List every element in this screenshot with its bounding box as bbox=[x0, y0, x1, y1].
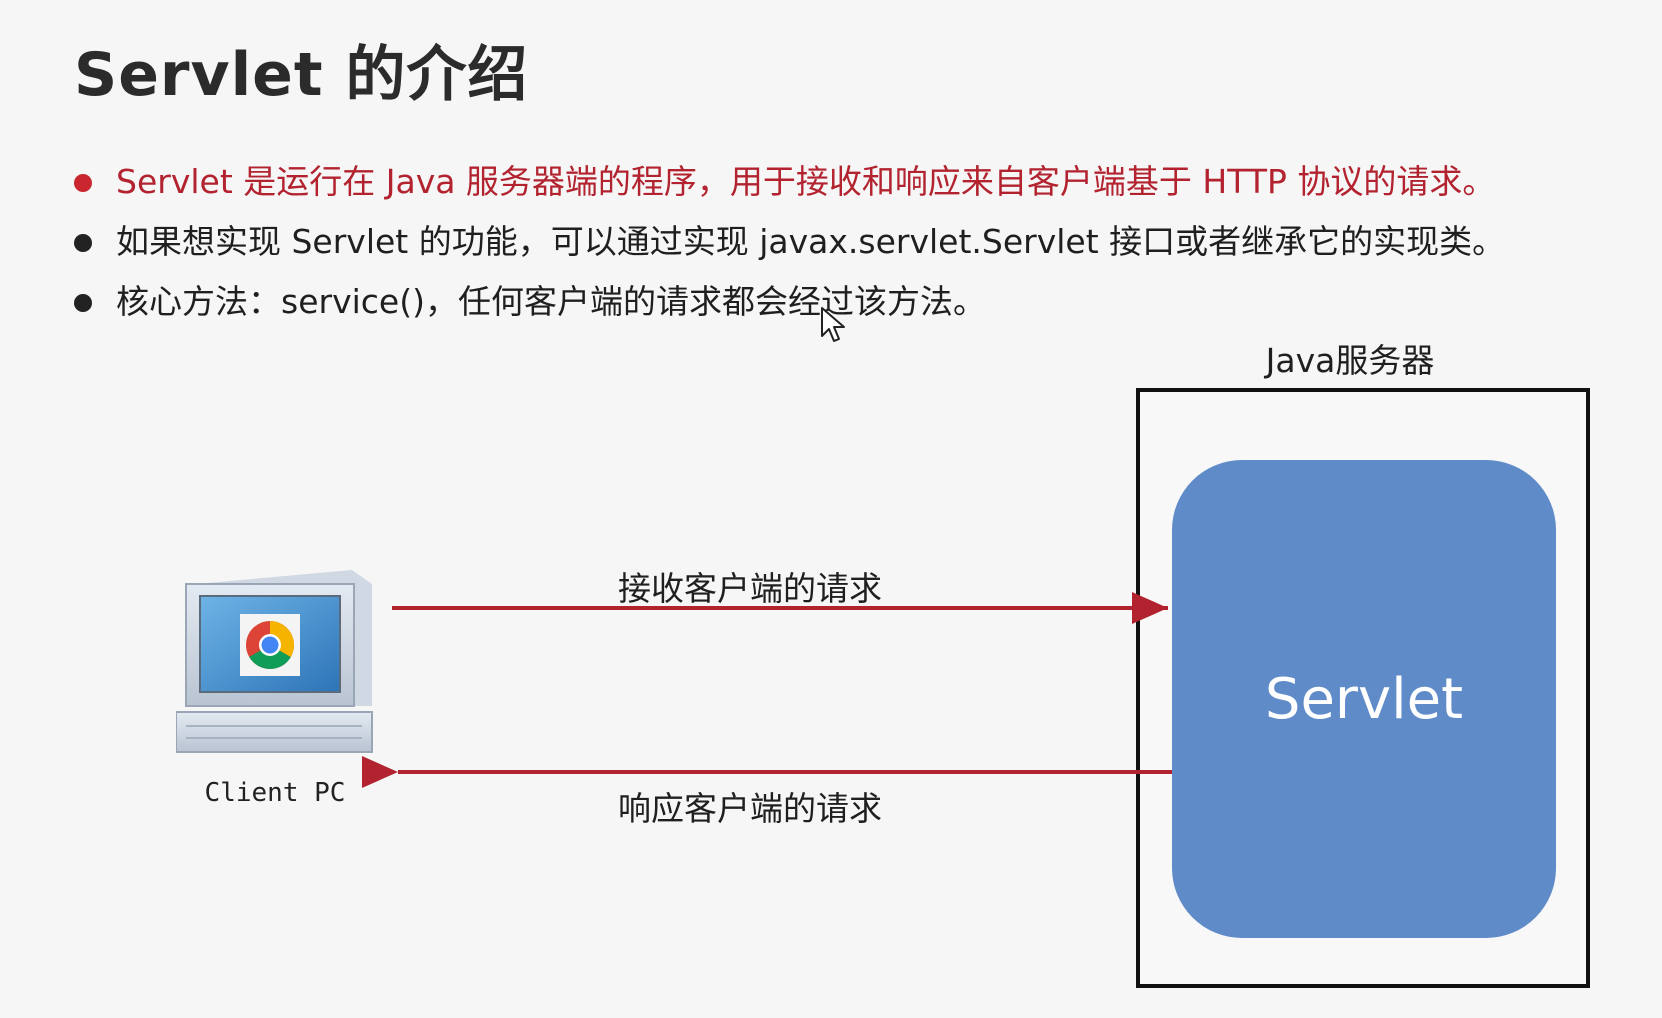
bullet-dot-icon bbox=[74, 294, 92, 312]
bullet-text: Servlet 是运行在 Java 服务器端的程序，用于接收和响应来自客户端基于… bbox=[116, 162, 1496, 201]
client-pc-label: Client PC bbox=[204, 778, 346, 808]
bullet-dot-icon bbox=[74, 174, 92, 192]
bullet-text: 核心方法：service()，任何客户端的请求都会经过该方法。 bbox=[116, 282, 986, 321]
page-title: Servlet 的介绍 bbox=[74, 40, 529, 110]
computer-icon bbox=[176, 570, 373, 753]
response-label: 响应客户端的请求 bbox=[618, 789, 882, 828]
servlet-block: Servlet bbox=[1172, 460, 1556, 938]
request-label: 接收客户端的请求 bbox=[618, 569, 882, 608]
bullet-dot-icon bbox=[74, 234, 92, 252]
mouse-cursor-icon bbox=[821, 307, 845, 342]
bullet-list: Servlet 是运行在 Java 服务器端的程序，用于接收和响应来自客户端基于… bbox=[70, 152, 1505, 332]
chrome-logo-icon bbox=[240, 614, 300, 676]
bullet-item-service-method: 核心方法：service()，任何客户端的请求都会经过该方法。 bbox=[70, 272, 1505, 332]
bullet-text: 如果想实现 Servlet 的功能，可以通过实现 javax.servlet.S… bbox=[116, 222, 1506, 261]
bullet-item-servlet-interface: 如果想实现 Servlet 的功能，可以通过实现 javax.servlet.S… bbox=[70, 212, 1505, 272]
servlet-label: Servlet bbox=[1264, 666, 1464, 732]
java-server-label: Java服务器 bbox=[1265, 341, 1435, 380]
bullet-item-servlet-definition: Servlet 是运行在 Java 服务器端的程序，用于接收和响应来自客户端基于… bbox=[70, 152, 1505, 212]
